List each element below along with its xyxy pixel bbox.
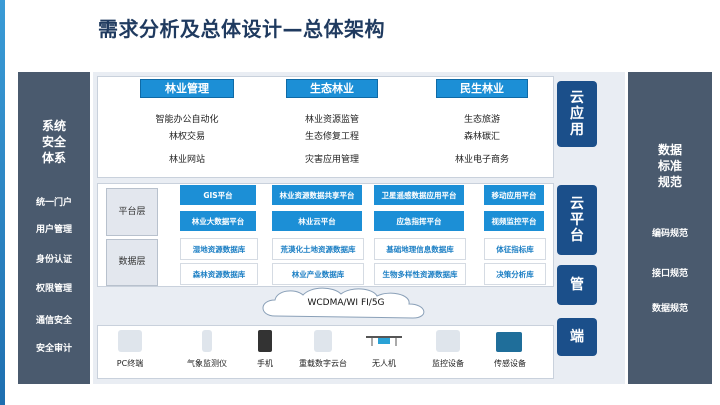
platform-box-big-data: 林业大数据平台 bbox=[180, 211, 256, 231]
category-title: 生态林业 bbox=[286, 79, 378, 98]
device-label-ptz: 重载数字云台 bbox=[290, 358, 356, 369]
platform-box-gis: GIS平台 bbox=[180, 185, 256, 205]
security-system-title: 系统 安全 体系 bbox=[18, 118, 90, 166]
category-title: 林业管理 bbox=[140, 79, 234, 98]
data-box-desert: 荒漠化土地资源数据库 bbox=[272, 238, 364, 260]
data-box-decision: 决策分析库 bbox=[484, 263, 546, 285]
category-item: 灾害应用管理 bbox=[286, 152, 378, 165]
page-title: 需求分析及总体设计—总体架构 bbox=[98, 13, 385, 42]
data-box-indicators: 体征指标库 bbox=[484, 238, 546, 260]
phone-icon bbox=[258, 330, 272, 352]
data-box-geo: 基础地理信息数据库 bbox=[374, 238, 466, 260]
layer-tag-pipe: 管 bbox=[557, 265, 597, 305]
ptz-camera-icon bbox=[314, 330, 332, 352]
layer-tag-cloud-platform: 云平台 bbox=[557, 185, 597, 255]
weather-monitor-icon bbox=[202, 330, 212, 352]
layer-tag-end: 端 bbox=[557, 318, 597, 356]
security-item-portal: 统一门户 bbox=[18, 195, 90, 208]
pc-terminal-icon bbox=[118, 330, 142, 352]
data-layer-label: 数据层 bbox=[106, 239, 158, 286]
layer-tag-cloud-app: 云应用 bbox=[557, 81, 597, 147]
platform-box-forestry-cloud: 林业云平台 bbox=[272, 211, 362, 231]
device-label-pc: PC终端 bbox=[110, 358, 150, 369]
category-livelihood-forestry: 民生林业 生态旅游 森林碳汇 林业电子商务 bbox=[436, 79, 528, 165]
surveillance-icon bbox=[436, 330, 460, 352]
data-box-wetland: 湿地资源数据库 bbox=[180, 238, 258, 260]
platform-box-resource-share: 林业资源数据共享平台 bbox=[272, 185, 362, 205]
security-item-comm: 通信安全 bbox=[18, 313, 90, 326]
platform-box-mobile: 移动应用平台 bbox=[484, 185, 544, 205]
security-title-line: 体系 bbox=[18, 150, 90, 166]
category-item: 森林碳汇 bbox=[436, 129, 528, 142]
security-item-auth: 身份认证 bbox=[18, 252, 90, 265]
layer-tag-text: 云平台 bbox=[569, 196, 585, 244]
platform-box-video: 视频监控平台 bbox=[484, 211, 544, 231]
security-title-line: 系统 bbox=[18, 118, 90, 134]
category-forestry-mgmt: 林业管理 智能办公自动化 林权交易 林业网站 bbox=[140, 79, 234, 165]
accent-bar bbox=[0, 0, 5, 405]
standard-item-interface: 接口规范 bbox=[628, 266, 712, 279]
standard-title-line: 数据 bbox=[628, 142, 712, 158]
standard-title: 数据 标准 规范 bbox=[628, 142, 712, 190]
category-eco-forestry: 生态林业 林业资源监管 生态修复工程 灾害应用管理 bbox=[286, 79, 378, 165]
network-label: WCDMA/WI FI/5G bbox=[276, 298, 416, 308]
security-system-panel: 系统 安全 体系 统一门户 用户管理 身份认证 权限管理 通信安全 安全审计 bbox=[18, 72, 90, 384]
sensor-icon bbox=[496, 332, 522, 352]
device-label-sensor: 传感设备 bbox=[486, 358, 534, 369]
data-box-forest: 森林资源数据库 bbox=[180, 263, 258, 285]
security-item-audit: 安全审计 bbox=[18, 341, 90, 354]
layer-tag-text: 云应用 bbox=[569, 90, 585, 138]
category-item: 林业资源监管 bbox=[286, 112, 378, 125]
device-label-drone: 无人机 bbox=[366, 358, 402, 369]
data-box-industry: 林业产业数据库 bbox=[272, 263, 364, 285]
drone-icon bbox=[366, 333, 402, 347]
standard-item-encoding: 编码规范 bbox=[628, 226, 712, 239]
category-item: 生态旅游 bbox=[436, 112, 528, 125]
device-label-surveillance: 监控设备 bbox=[424, 358, 472, 369]
platform-layer-label: 平台层 bbox=[106, 188, 158, 236]
data-standard-panel: 数据 标准 规范 编码规范 接口规范 数据规范 bbox=[628, 72, 712, 384]
category-item: 林权交易 bbox=[140, 129, 234, 142]
category-item: 林业网站 bbox=[140, 152, 234, 165]
standard-item-data: 数据规范 bbox=[628, 301, 712, 314]
security-title-line: 安全 bbox=[18, 134, 90, 150]
platform-box-remote-sensing: 卫星遥感数据应用平台 bbox=[374, 185, 464, 205]
standard-title-line: 标准 bbox=[628, 158, 712, 174]
standard-title-line: 规范 bbox=[628, 174, 712, 190]
security-item-permission: 权限管理 bbox=[18, 281, 90, 294]
data-box-biodiversity: 生物多样性资源数据库 bbox=[374, 263, 466, 285]
category-item: 生态修复工程 bbox=[286, 129, 378, 142]
category-item: 林业电子商务 bbox=[436, 152, 528, 165]
device-label-phone: 手机 bbox=[250, 358, 280, 369]
device-label-weather: 气象监测仪 bbox=[180, 358, 234, 369]
category-item: 智能办公自动化 bbox=[140, 112, 234, 125]
platform-box-emergency: 应急指挥平台 bbox=[374, 211, 464, 231]
category-title: 民生林业 bbox=[436, 79, 528, 98]
security-item-user-mgmt: 用户管理 bbox=[18, 222, 90, 235]
